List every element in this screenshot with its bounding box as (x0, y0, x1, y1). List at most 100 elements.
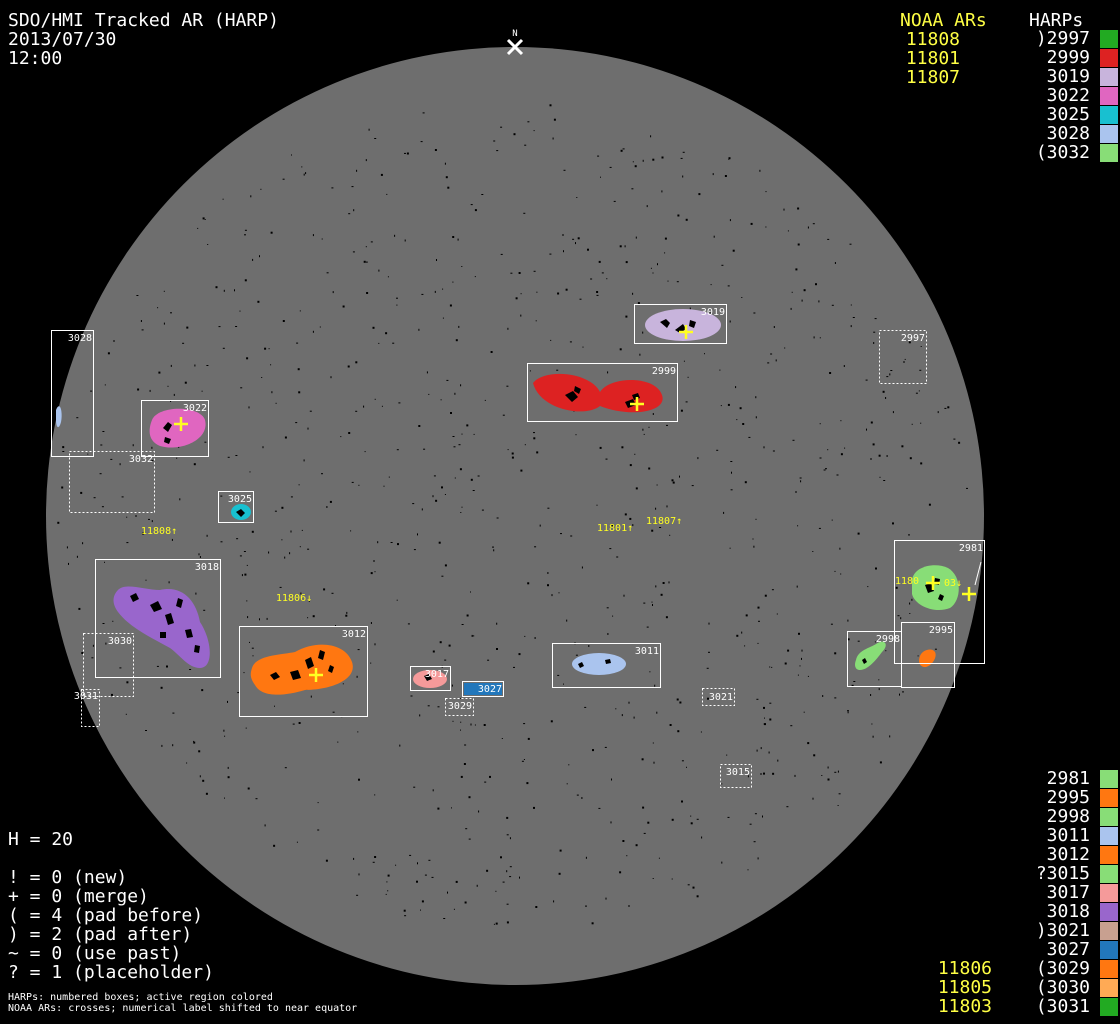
noaa-bottom-2: 11803 (937, 996, 992, 1017)
speckle (298, 484, 300, 486)
harp-bottom-row: 2995 (1000, 788, 1120, 807)
speckle (340, 436, 342, 438)
speckle (637, 302, 640, 305)
speckle (796, 585, 798, 588)
speckle (519, 876, 520, 879)
speckle (443, 918, 446, 919)
speckle (317, 802, 319, 804)
speckle (186, 326, 189, 329)
speckle (406, 152, 409, 155)
speckle (801, 649, 803, 652)
harp-top-swatch (1100, 106, 1118, 124)
speckle (113, 340, 115, 342)
speckle (885, 650, 887, 652)
speckle (419, 714, 421, 717)
speckle (667, 280, 669, 282)
speckle (496, 648, 498, 650)
speckle (441, 575, 444, 577)
harp-box-3022 (141, 400, 209, 457)
harp-label-2997: 2997 (901, 333, 925, 344)
speckle (99, 473, 102, 475)
speckle (823, 469, 826, 471)
speckle (509, 837, 511, 840)
speckle (966, 487, 968, 489)
speckle (262, 446, 264, 449)
speckle (515, 297, 518, 300)
speckle (783, 208, 785, 211)
speckle (671, 479, 674, 482)
speckle (307, 617, 309, 619)
speckle (847, 711, 849, 714)
speckle (584, 706, 587, 708)
speckle (563, 250, 564, 253)
speckle (317, 829, 320, 831)
speckle (396, 449, 399, 451)
speckle (396, 297, 398, 299)
speckle (800, 480, 802, 483)
speckle (297, 368, 300, 371)
speckle (771, 666, 773, 668)
speckle (690, 815, 692, 817)
speckle (850, 304, 852, 306)
speckle (438, 541, 441, 544)
speckle (140, 320, 142, 322)
speckle (897, 615, 900, 617)
speckle (518, 272, 521, 274)
speckle (342, 305, 345, 308)
speckle (474, 724, 476, 726)
speckle (500, 126, 503, 128)
speckle (900, 617, 902, 620)
speckle (844, 447, 846, 449)
speckle (677, 214, 680, 217)
harp-bottom-id: (3029 (1035, 958, 1090, 979)
speckle (591, 922, 594, 925)
speckle (417, 533, 418, 536)
speckle (273, 844, 276, 847)
harp-bottom-row: (3030 (1000, 978, 1120, 997)
speckle (799, 477, 802, 479)
harp-bottom-id: )3021 (1035, 920, 1090, 941)
speckle (713, 235, 715, 238)
harp-top-id: 2999 (1046, 47, 1090, 68)
speckle (607, 371, 609, 374)
speckle (853, 681, 856, 682)
speckle (563, 169, 566, 171)
speckle (890, 370, 893, 371)
speckle (483, 724, 486, 726)
speckle (655, 507, 657, 510)
speckle (553, 118, 556, 121)
speckle (428, 859, 431, 861)
speckle (420, 141, 423, 143)
speckle (560, 533, 562, 535)
speckle (843, 365, 845, 367)
harp-label-3015: 3015 (726, 767, 750, 778)
speckle (547, 507, 550, 509)
speckle (466, 614, 469, 617)
harp-box-3017 (410, 666, 451, 691)
speckle (176, 457, 178, 459)
speckle (511, 452, 514, 455)
speckle (553, 900, 555, 903)
speckle (445, 176, 448, 179)
speckle (668, 581, 670, 584)
speckle (742, 423, 745, 425)
speckle (834, 697, 837, 699)
speckle (690, 822, 693, 825)
speckle (460, 775, 463, 778)
harp-label-3028: 3028 (68, 333, 92, 344)
speckle (724, 175, 727, 177)
speckle (493, 923, 495, 925)
speckle (784, 662, 787, 665)
speckle (125, 713, 127, 715)
speckle (611, 524, 614, 527)
speckle (815, 283, 817, 286)
speckle (365, 261, 368, 263)
speckle (867, 586, 869, 588)
harp-box-3012 (239, 626, 368, 717)
speckle (507, 449, 509, 451)
speckle (484, 781, 487, 783)
harp-top-id: 3025 (1046, 104, 1090, 125)
speckle (801, 657, 802, 660)
speckle (558, 872, 561, 875)
speckle (476, 884, 478, 887)
